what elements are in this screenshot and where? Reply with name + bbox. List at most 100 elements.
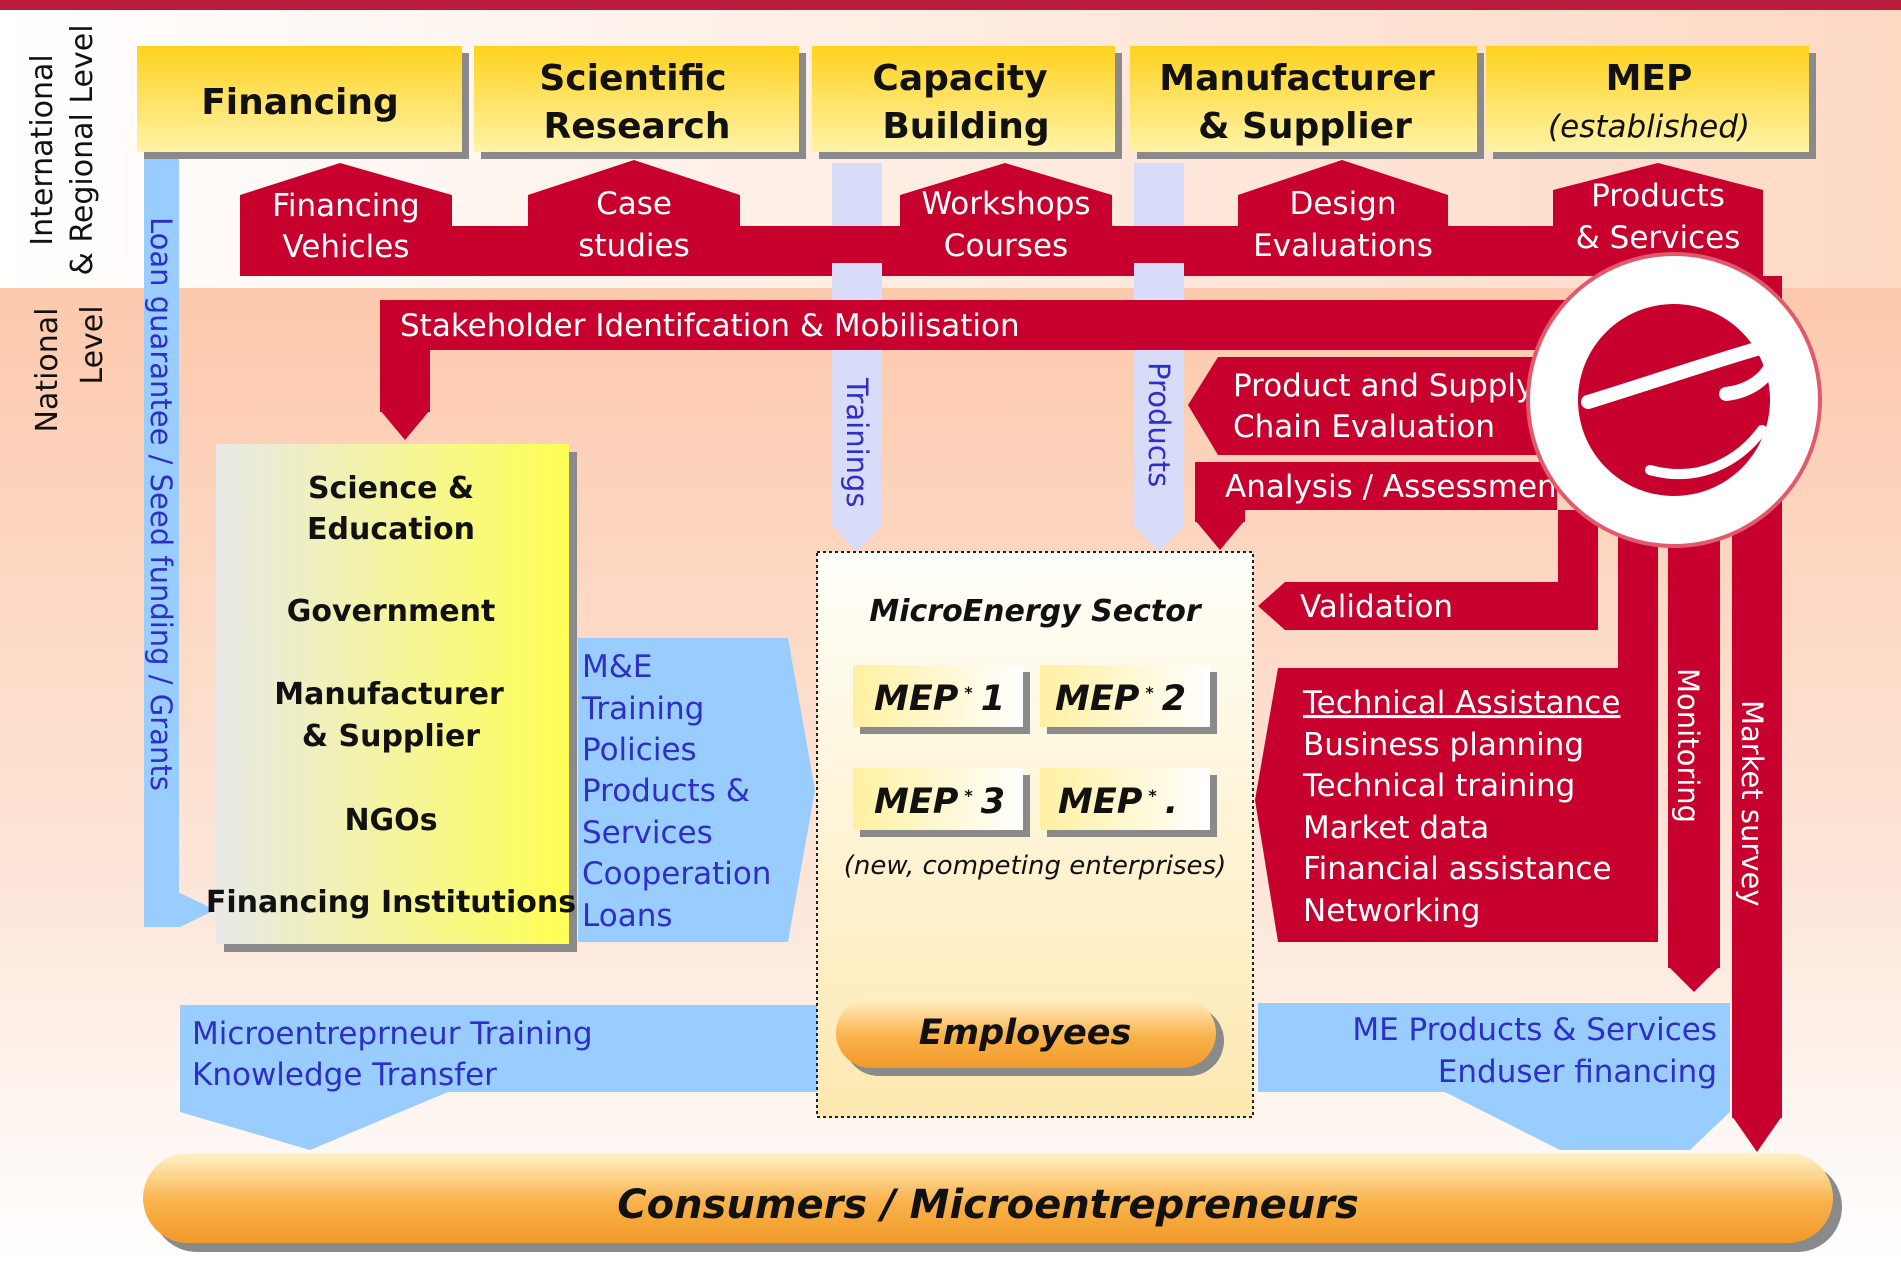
tab-label: Financing: [272, 188, 419, 224]
header-label: Building: [882, 106, 1049, 147]
support-item: Policies: [582, 732, 697, 768]
tab-label: Workshops: [921, 186, 1090, 222]
header-label: Financing: [201, 82, 399, 123]
consumers-label: Consumers / Microentrepreneurs: [617, 1182, 1359, 1228]
employees-label: Employees: [919, 1013, 1132, 1053]
technical-assistance-item: Financial assistance: [1303, 851, 1612, 887]
mep-box-4: MEP*.: [1040, 768, 1217, 837]
me-products-arrow: [1258, 1003, 1730, 1150]
mep-label: MEP*1: [874, 679, 1005, 719]
level-label-line: National: [30, 307, 65, 432]
international-level-label: International: [25, 54, 60, 245]
employees-pill: Employees: [836, 998, 1224, 1076]
monitoring-label-text: Monitoring: [1671, 668, 1705, 823]
sector-note: (new, competing enterprises): [844, 851, 1226, 881]
header-label: Manufacturer: [1159, 58, 1435, 99]
sector-title: MicroEnergy Sector: [869, 594, 1202, 629]
consumers-bar: Consumers / Microentrepreneurs: [143, 1153, 1842, 1252]
header-label: Scientific: [539, 58, 726, 99]
e-logo: [1526, 252, 1822, 548]
technical-assistance-title: Technical Assistance: [1302, 685, 1620, 721]
tab-case-studies: [528, 160, 740, 275]
level-label-line: International: [25, 54, 60, 245]
loan-guarantee-arrow: [144, 159, 215, 927]
tab-label: Design: [1289, 186, 1396, 222]
training-transfer-arrow: [180, 1005, 817, 1150]
technical-assistance-item: Market data: [1303, 810, 1489, 846]
stakeholder-mobilisation-arrow: [380, 300, 1700, 440]
support-item: M&E: [582, 649, 653, 685]
market-survey-label: Market survey: [1735, 700, 1769, 906]
technical-assistance-arrow: [1255, 520, 1658, 942]
stakeholder-item: Manufacturer: [274, 677, 504, 712]
tab-label: Products: [1591, 178, 1725, 214]
tab-workshops-courses: [900, 163, 1112, 275]
products-label: Products: [1142, 362, 1176, 487]
loan-label-text: Loan guarantee / Seed funding / Grants: [144, 217, 178, 791]
trainings-label-text: Trainings: [840, 377, 874, 508]
stakeholder-item: Government: [287, 594, 496, 629]
training-transfer-label: Knowledge Transfer: [192, 1057, 497, 1093]
support-item: Products &: [582, 773, 750, 809]
red-service-band: [240, 160, 1763, 276]
international-level-label-2: & Regional Level: [65, 24, 100, 275]
header-label: MEP: [1606, 58, 1693, 99]
header-capacity-building: Capacity Building: [812, 46, 1122, 159]
tab-label: Vehicles: [282, 229, 409, 265]
mep-box-3: MEP*3: [853, 768, 1030, 837]
support-arrow: [578, 638, 815, 942]
mep-label: MEP*.: [1058, 782, 1178, 822]
stakeholder-item: Financing Institutions: [206, 885, 576, 920]
national-level-label: National: [30, 307, 65, 432]
mep-box-2: MEP*2: [1040, 665, 1217, 734]
level-label-line: Level: [75, 305, 110, 384]
header-financing: Financing: [137, 46, 469, 159]
tab-label: Courses: [944, 228, 1068, 264]
national-level-label-2: Level: [75, 305, 110, 384]
training-transfer-label: Microentreprneur Training: [192, 1016, 593, 1052]
technical-assistance-item: Business planning: [1303, 727, 1584, 763]
market-survey-label-text: Market survey: [1735, 700, 1769, 906]
mep-box-1: MEP*1: [853, 665, 1030, 734]
evaluation-label: Product and Supply: [1233, 368, 1534, 404]
stakeholder-item: Science &: [308, 471, 474, 506]
validation-label: Validation: [1300, 589, 1453, 625]
analysis-arrow: [1195, 462, 1557, 550]
stakeholder-item: NGOs: [344, 803, 437, 838]
mep-label: MEP*2: [1055, 679, 1186, 719]
support-item: Cooperation: [582, 856, 771, 892]
tab-label: studies: [578, 228, 689, 264]
loan-guarantee-label: Loan guarantee / Seed funding / Grants: [144, 217, 178, 791]
stakeholders-box: [216, 444, 577, 952]
technical-assistance-item: Networking: [1303, 893, 1480, 929]
tab-design-evaluations: [1238, 160, 1448, 275]
tab-label: & Services: [1576, 220, 1741, 256]
analysis-label: Analysis / Assessment: [1225, 469, 1569, 505]
tab-financing-vehicles: [240, 163, 452, 275]
top-accent-bar: [0, 0, 1901, 10]
support-item: Services: [582, 815, 713, 851]
evaluation-arrow: [1188, 357, 1540, 455]
tab-label: Evaluations: [1253, 228, 1433, 264]
header-scientific-research: Scientific Research: [474, 46, 806, 159]
stakeholder-item: Education: [307, 512, 475, 547]
trainings-label: Trainings: [840, 377, 874, 508]
stakeholder-item: & Supplier: [302, 719, 480, 754]
header-label: & Supplier: [1198, 106, 1412, 147]
header-sublabel: (established): [1548, 109, 1750, 145]
stakeholder-mobilisation-label: Stakeholder Identifcation & Mobilisation: [400, 308, 1020, 344]
level-label-line: & Regional Level: [65, 24, 100, 275]
me-products-label: Enduser financing: [1438, 1054, 1717, 1090]
monitoring-label: Monitoring: [1671, 668, 1705, 823]
me-products-label: ME Products & Services: [1352, 1012, 1717, 1048]
support-item: Training: [581, 691, 704, 727]
products-label-text: Products: [1142, 362, 1176, 487]
evaluation-label: Chain Evaluation: [1233, 409, 1495, 445]
tab-label: Case: [596, 186, 672, 222]
header-manufacturer-supplier: Manufacturer & Supplier: [1130, 46, 1484, 159]
mep-label: MEP*3: [874, 782, 1005, 822]
header-label: Capacity: [872, 58, 1047, 99]
header-label: Research: [544, 106, 731, 147]
